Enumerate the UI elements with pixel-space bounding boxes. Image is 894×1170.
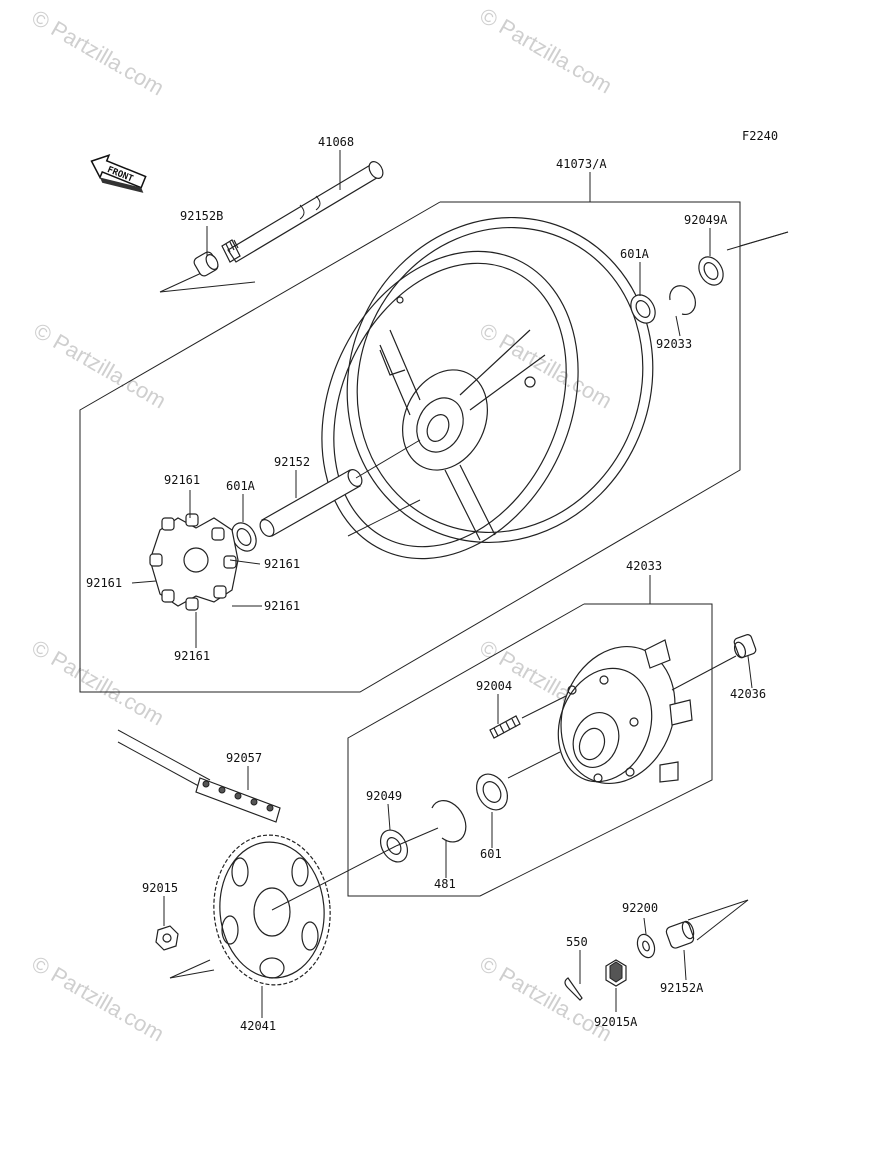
label-damper-right-1: 92161 <box>264 557 300 571</box>
axle-nut <box>605 959 627 987</box>
spacer <box>259 469 363 537</box>
label-damper-top: 92161 <box>164 473 200 487</box>
label-axle-nut: 92015A <box>594 1015 638 1029</box>
label-bearing: 601 <box>480 847 502 861</box>
coupling <box>557 639 693 785</box>
label-spacer-b: 92152B <box>180 209 223 223</box>
front-arrow-icon: FRONT <box>90 154 147 193</box>
circlip-a <box>669 285 696 315</box>
label-bearing-a-top: 601A <box>620 247 650 261</box>
watermark-text: © Partzilla.com <box>30 318 171 414</box>
label-damper-bottom: 92161 <box>174 649 210 663</box>
nut <box>155 925 179 951</box>
label-collar-coupling: 42036 <box>730 687 766 701</box>
label-stud: 92004 <box>476 679 512 693</box>
figure-code: F2240 <box>742 129 778 143</box>
bearing <box>475 773 509 811</box>
watermark-text: © Partzilla.com <box>28 635 169 731</box>
watermark-text: © Partzilla.com <box>28 5 169 101</box>
stud <box>489 715 521 739</box>
spacer-b <box>193 251 219 277</box>
watermark-text: © Partzilla.com <box>476 951 617 1047</box>
label-chain: 92057 <box>226 751 262 765</box>
label-sprocket: 42041 <box>240 1019 276 1033</box>
label-washer: 92200 <box>622 901 658 915</box>
watermark-text: © Partzilla.com <box>28 951 169 1047</box>
wheel <box>321 216 654 560</box>
label-bearing-a-mid: 601A <box>226 479 256 493</box>
cotter-pin <box>564 977 583 1001</box>
label-spacer: 92152 <box>274 455 310 469</box>
seal-a <box>698 256 724 286</box>
label-coupling: 42033 <box>626 559 662 573</box>
axle <box>221 161 384 263</box>
bearing-a-top <box>630 294 656 324</box>
circlip <box>431 800 467 843</box>
spacer-a <box>665 920 695 949</box>
seal <box>379 829 409 863</box>
coupling-group-frame <box>347 575 713 897</box>
collar-coupling <box>733 634 757 659</box>
label-spacer-a: 92152A <box>660 981 704 995</box>
watermark-text: © Partzilla.com <box>476 3 617 99</box>
label-seal-a: 92049A <box>684 213 728 227</box>
part-labels: 41068 92152B 41073/A 92049A 601A 92033 9… <box>86 135 766 1033</box>
label-circlip: 481 <box>434 877 456 891</box>
label-circlip-a: 92033 <box>656 337 692 351</box>
label-damper-left: 92161 <box>86 576 122 590</box>
label-cotter-pin: 550 <box>566 935 588 949</box>
label-wheel: 41073/A <box>556 157 607 171</box>
dampers <box>149 513 239 611</box>
chain <box>117 729 281 823</box>
watermark-text: © Partzilla.com <box>476 318 617 414</box>
leader-lines <box>131 150 753 1018</box>
label-damper-right-2: 92161 <box>264 599 300 613</box>
label-axle: 41068 <box>318 135 354 149</box>
label-nut: 92015 <box>142 881 178 895</box>
label-seal: 92049 <box>366 789 402 803</box>
washer <box>636 933 656 959</box>
